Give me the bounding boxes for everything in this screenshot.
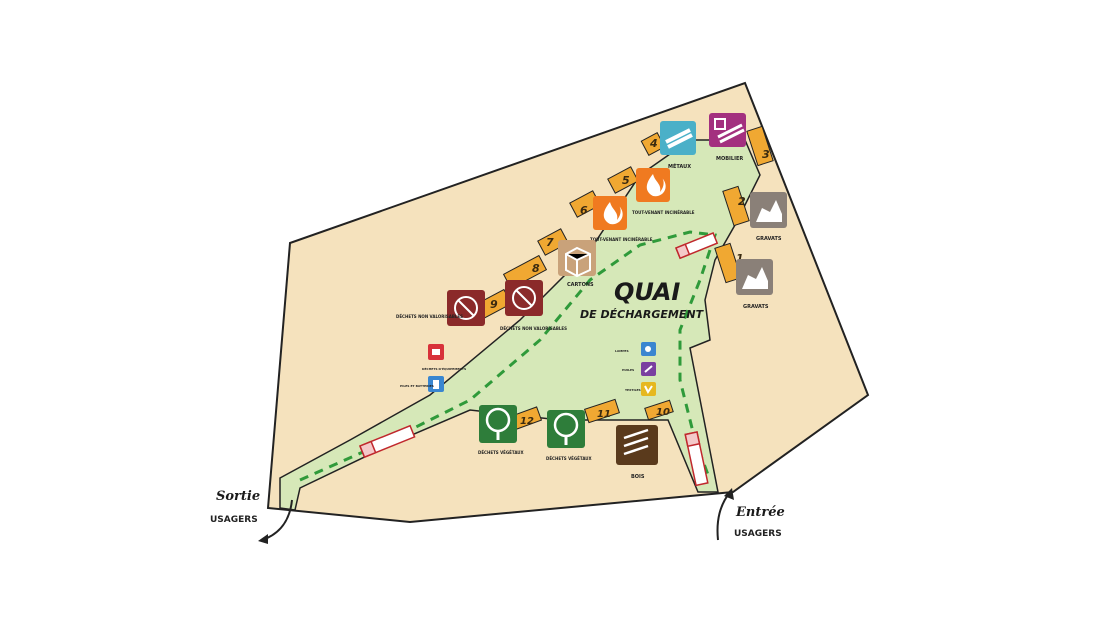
bay-number-6: 6	[580, 204, 588, 217]
label-gravats-2: GRAVATS	[743, 304, 769, 310]
cardboard-box-icon	[558, 240, 596, 278]
bay-row-upper	[467, 132, 666, 324]
rubble-icon	[750, 192, 787, 228]
truck-icon	[359, 424, 416, 459]
label-small-left-1: DÉCHETS D'ÉQUIPEMENTS	[422, 366, 466, 371]
bay-number-5: 5	[622, 174, 630, 187]
label-vegetaux-1: DÉCHETS VÉGÉTAUX	[478, 450, 524, 455]
quay-title: QUAI	[614, 278, 680, 306]
bay-numbers: 1 2 3 4 5 6 7 8 9 10 11 12	[490, 137, 770, 427]
curved-arrow-icon	[716, 491, 731, 541]
lamp-icon	[641, 342, 656, 356]
bay-number-10: 10	[656, 407, 670, 418]
bay-number-1: 1	[736, 252, 744, 265]
exit-subtitle: USAGERS	[210, 515, 258, 525]
pallet-icon	[616, 425, 658, 465]
bay-row-right	[714, 125, 774, 284]
tree-icon	[479, 405, 517, 443]
label-mobilier: MOBILIER	[716, 156, 743, 162]
label-tout-venant-2: TOUT-VENANT INCINÉRABLE	[590, 237, 653, 242]
battery-icon	[428, 376, 444, 392]
no-recycle-icon	[505, 280, 543, 316]
bay-number-7: 7	[546, 236, 554, 249]
label-small-center-2: HUILES	[622, 368, 634, 372]
label-dnv-2: DÉCHETS NON VALORISABLES	[500, 326, 567, 331]
oil-icon	[641, 362, 656, 376]
label-small-left-2: PILES ET BATTERIES	[400, 384, 434, 388]
bay-number-4: 4	[649, 137, 658, 150]
truck-icon	[684, 431, 709, 487]
flame-icon	[593, 196, 627, 230]
label-small-center-3: TEXTILES	[625, 388, 641, 392]
quay-subtitle: DE DÉCHARGEMENT	[580, 308, 705, 321]
no-recycle-icon	[447, 290, 485, 326]
entrance-title: Entrée	[735, 505, 785, 520]
label-bois: BOIS	[631, 474, 645, 480]
electronic-waste-icon	[428, 344, 444, 360]
bay-number-2: 2	[738, 195, 746, 208]
exit-title: Sortie	[216, 489, 260, 504]
truck-icon	[675, 232, 719, 260]
bay-number-3: 3	[762, 148, 770, 161]
label-tout-venant-1: TOUT-VENANT INCINÉRABLE	[632, 210, 695, 215]
arrowhead-exit	[258, 534, 268, 544]
flame-icon	[636, 168, 670, 202]
bay-number-8: 8	[532, 262, 540, 275]
bay-number-11: 11	[597, 409, 611, 420]
tree-icon	[547, 410, 585, 448]
label-small-center-1: LAMPES	[615, 349, 629, 353]
textile-icon	[641, 382, 656, 396]
bay-number-12: 12	[520, 416, 534, 427]
label-cartons: CARTONS	[567, 282, 594, 288]
label-dnv-1: DÉCHETS NON VALORISABLES	[396, 314, 463, 319]
vehicle-path	[299, 230, 718, 482]
furniture-icon	[709, 113, 746, 147]
label-gravats-1: GRAVATS	[756, 236, 782, 242]
metal-beams-icon	[660, 121, 696, 155]
entrance-subtitle: USAGERS	[734, 529, 782, 539]
label-metaux: MÉTAUX	[668, 162, 691, 170]
arrowhead-entrance	[724, 488, 734, 500]
bay-number-9: 9	[490, 298, 498, 311]
rubble-icon	[736, 259, 773, 295]
label-vegetaux-2: DÉCHETS VÉGÉTAUX	[546, 456, 592, 461]
